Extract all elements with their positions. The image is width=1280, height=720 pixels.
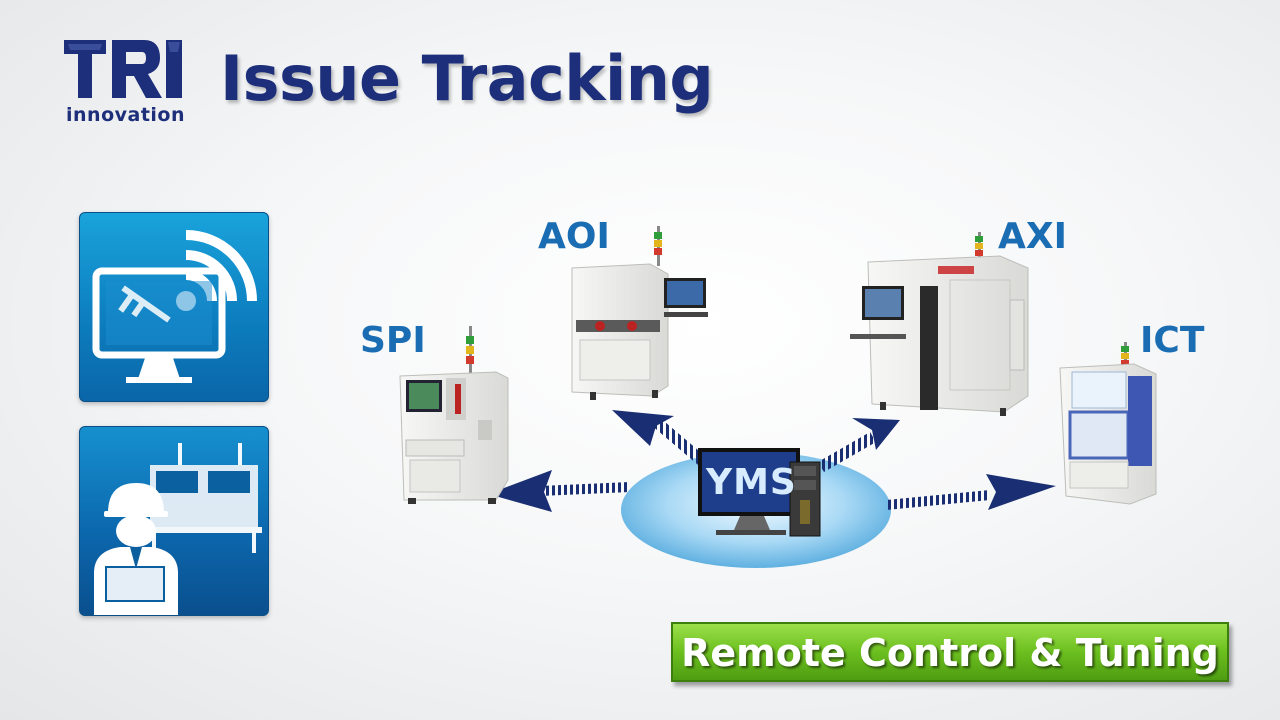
banner-text: Remote Control & Tuning (681, 631, 1219, 675)
remote-monitor-calipers-icon (92, 230, 257, 383)
operator-with-machines-icon (94, 443, 262, 615)
yms-label: YMS (706, 462, 797, 503)
label-aoi: AOI (538, 216, 610, 257)
remote-control-banner: Remote Control & Tuning (671, 622, 1229, 682)
logo-subtitle: innovation (66, 104, 185, 126)
tri-logo-mark (64, 40, 182, 98)
label-axi: AXI (998, 216, 1068, 257)
remote-monitor-tile (79, 212, 269, 402)
company-logo: innovation (62, 38, 185, 126)
yms-computer (698, 448, 821, 537)
spi-machine (399, 326, 509, 504)
label-spi: SPI (360, 320, 426, 361)
operator-tile (79, 426, 269, 616)
arrow-to-axi (818, 418, 900, 472)
arrow-to-spi (488, 470, 630, 512)
arrow-to-ict (886, 474, 1056, 510)
axi-machine (850, 232, 1029, 416)
aoi-machine (571, 226, 708, 400)
page-title: Issue Tracking (220, 42, 714, 115)
label-ict: ICT (1140, 320, 1205, 361)
ict-machine (1059, 342, 1157, 505)
arrow-to-aoi (612, 410, 712, 470)
